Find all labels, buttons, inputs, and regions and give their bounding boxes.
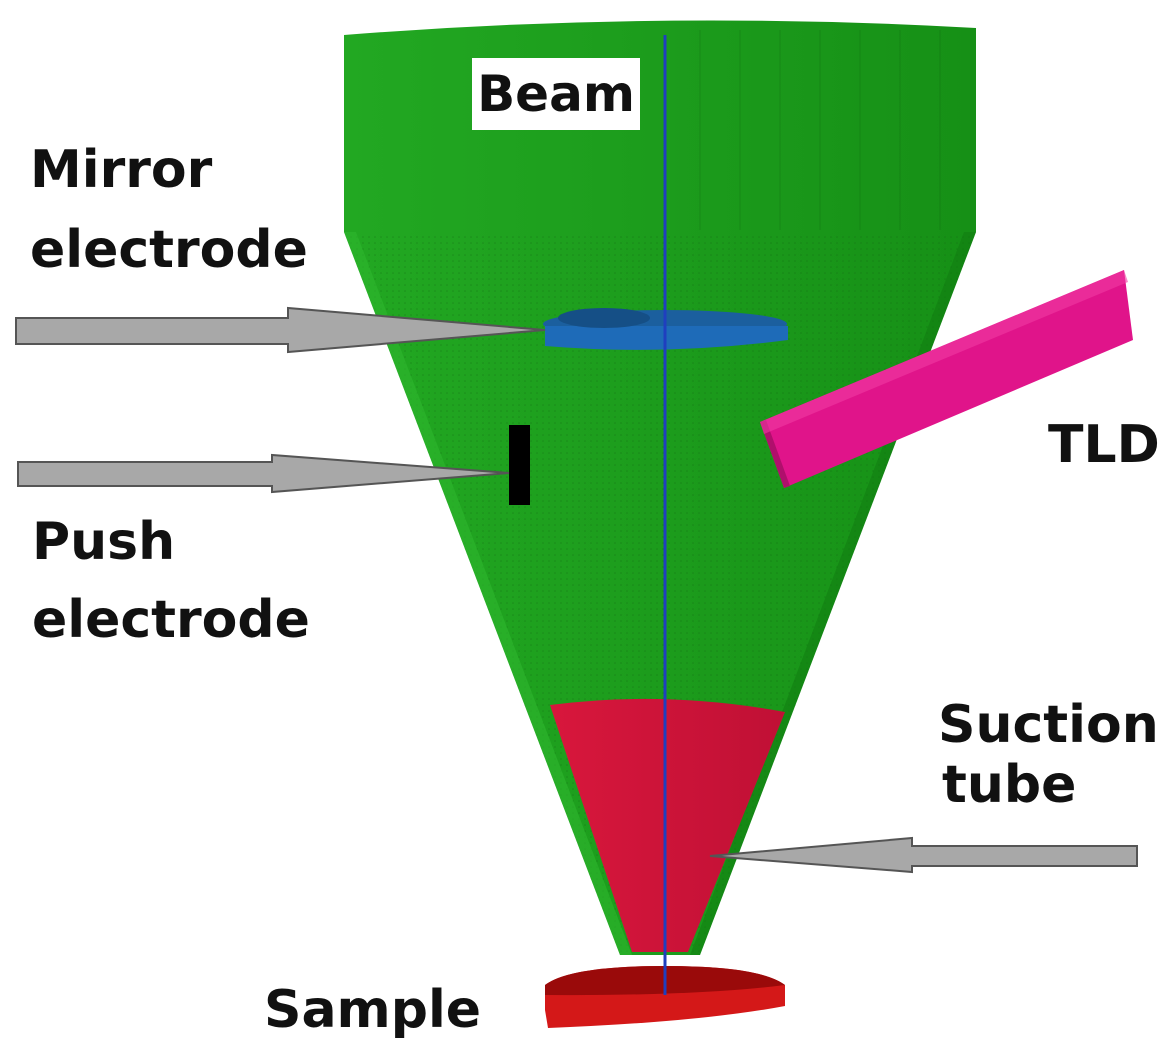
suction-tube-label: Suction tube [938, 695, 1159, 815]
suction-label-line1: Suction [938, 695, 1159, 755]
mirror-electrode-label: Mirror electrode [30, 140, 308, 280]
push-electrode-arrow [17, 453, 510, 494]
tld-label: TLD [1048, 415, 1160, 475]
tld-detector-shape [760, 270, 1133, 488]
push-label-line1: Push [32, 512, 176, 572]
sample-label-text: Sample [264, 980, 482, 1040]
push-label-line2: electrode [32, 590, 310, 650]
tld-label-text: TLD [1048, 415, 1160, 475]
beam-label: Beam [477, 65, 635, 123]
mirror-electrode-arrow [15, 306, 546, 354]
mirror-label-line2: electrode [30, 220, 308, 280]
push-electrode-label: Push electrode [32, 512, 310, 650]
sample-label: Sample [264, 980, 481, 1040]
push-electrode-shape [509, 425, 530, 505]
suction-tube-shape [550, 698, 785, 952]
suction-label-line2: tube [942, 755, 1077, 815]
beam-label-box: Beam [472, 58, 640, 130]
mirror-label-line1: Mirror [30, 140, 213, 200]
suction-tube-arrow [709, 836, 1138, 874]
